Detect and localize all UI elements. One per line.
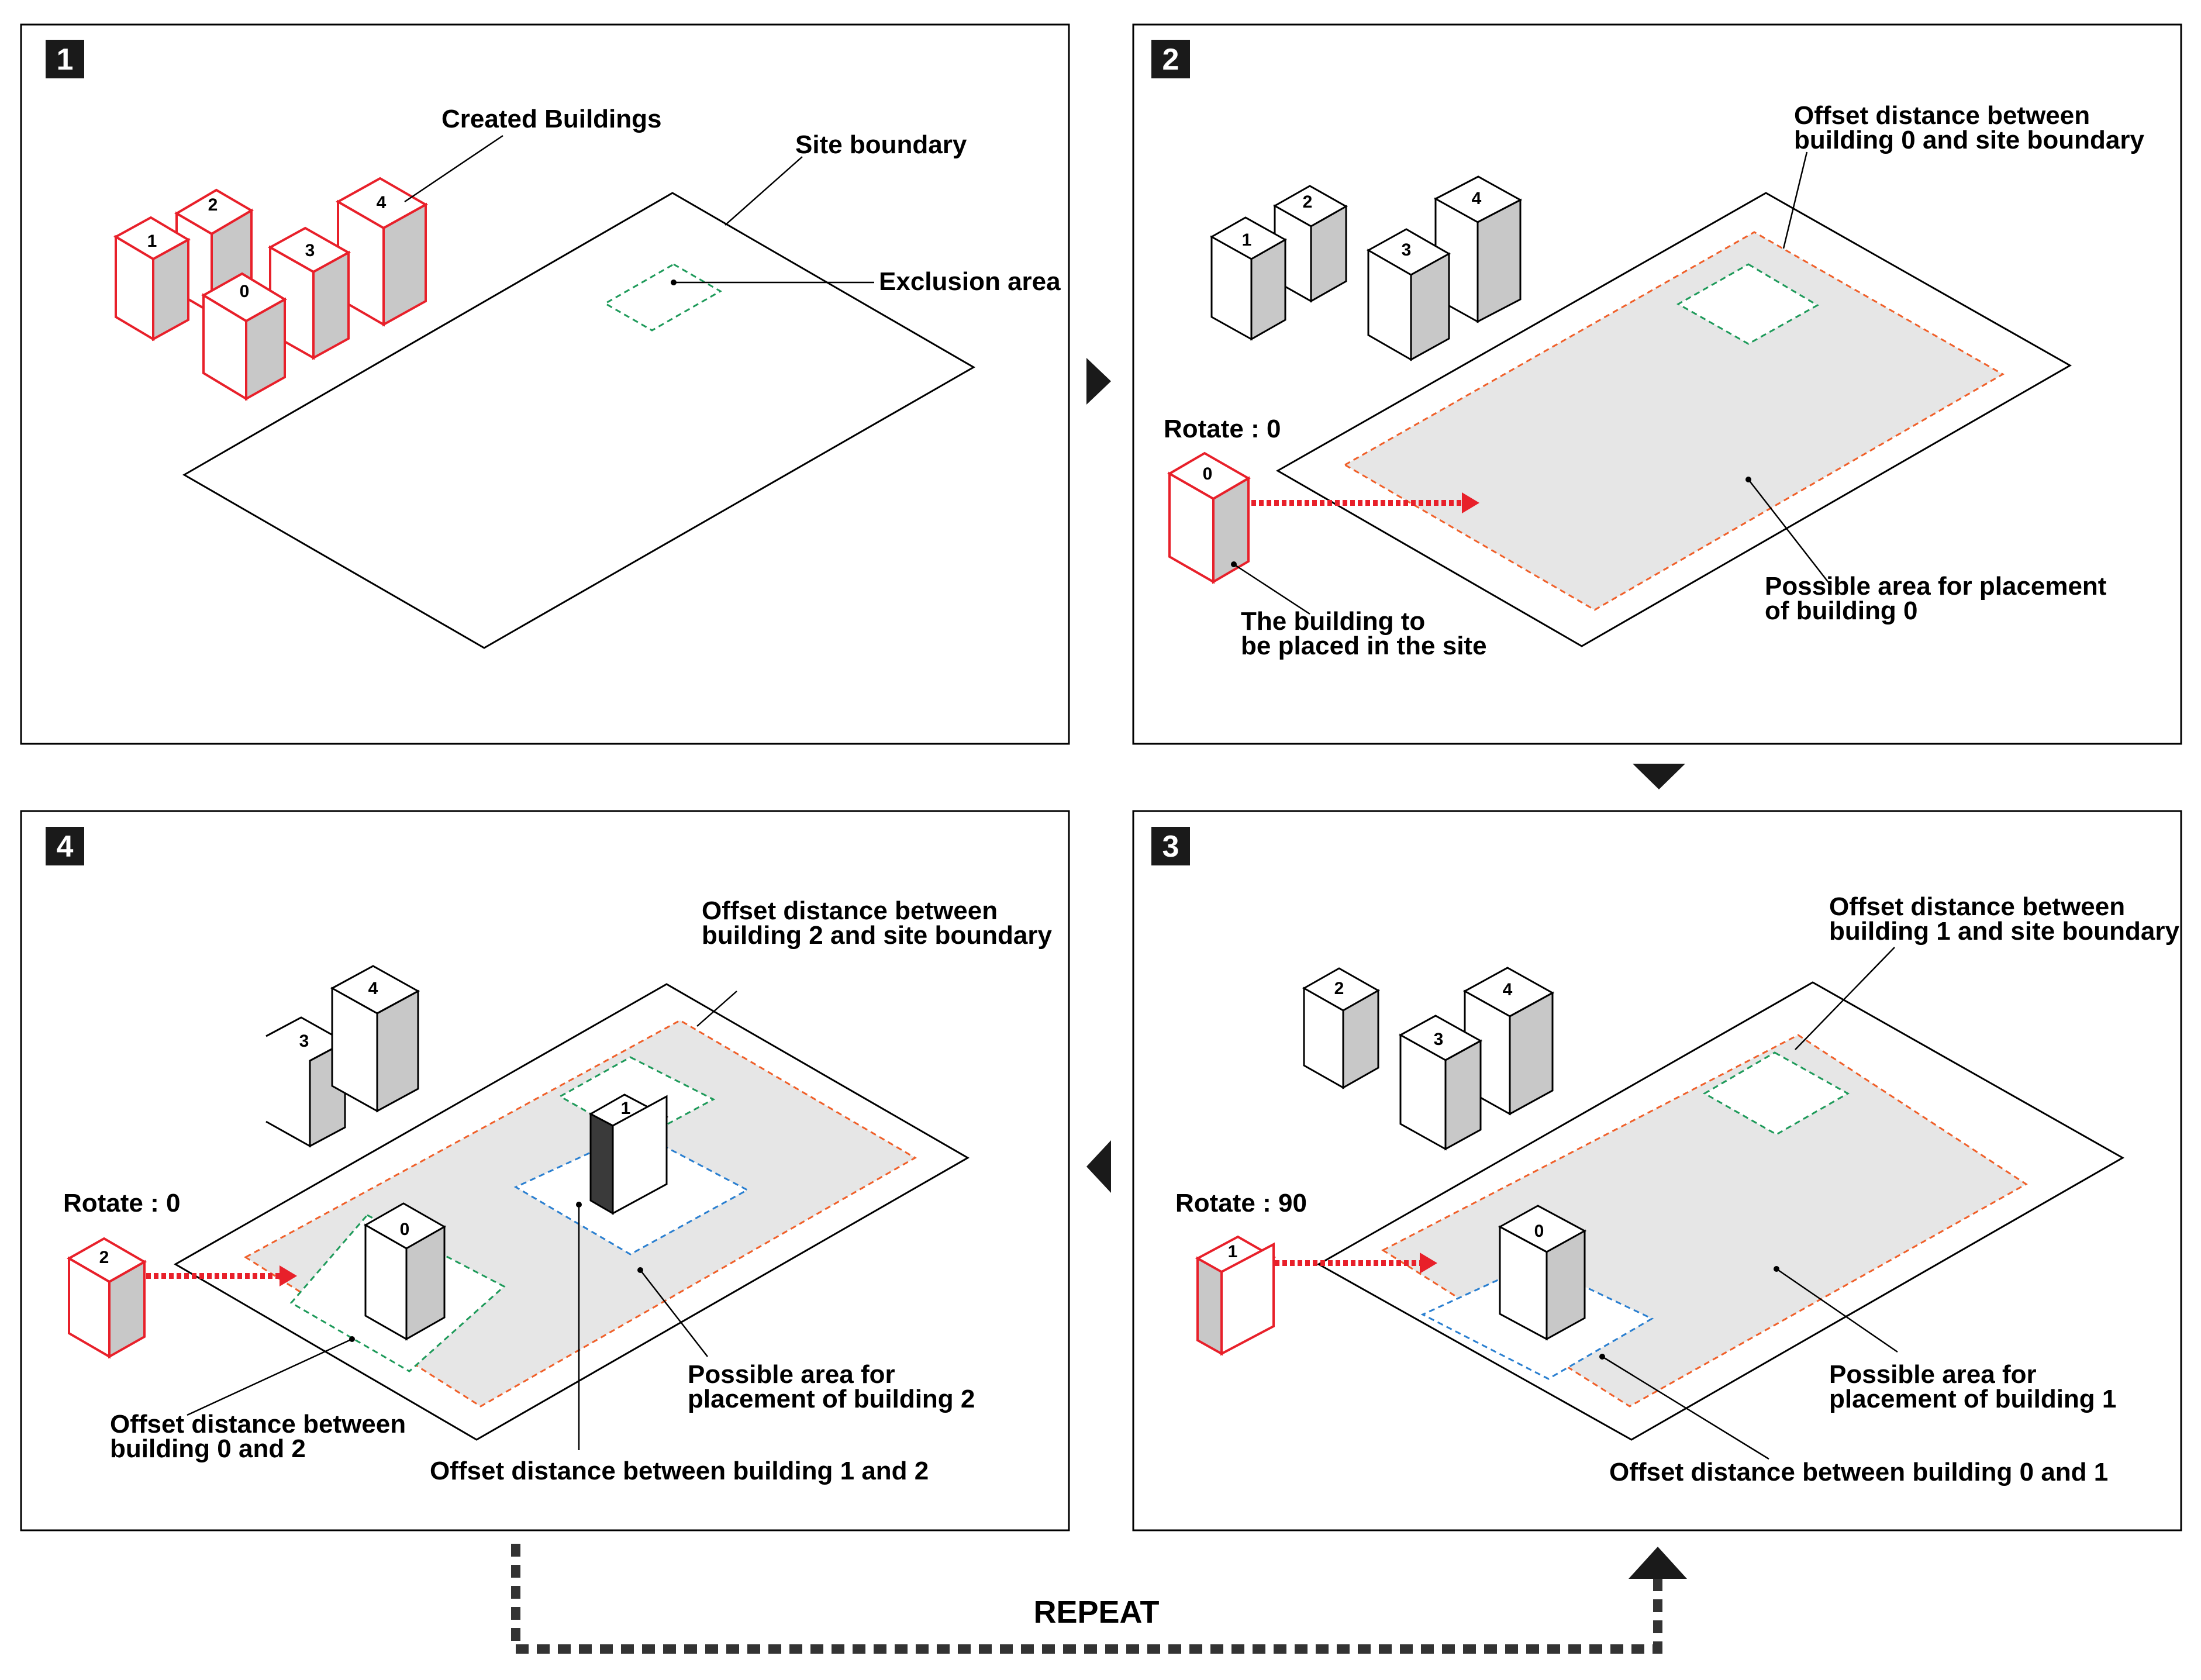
building-4: 4: [330, 965, 420, 1113]
building-1-highlighted: 1: [1195, 1235, 1277, 1356]
svg-text:0: 0: [240, 282, 250, 301]
possible-area-line2: of building 0: [1765, 596, 1918, 625]
arrow-left-icon: [1086, 1140, 1111, 1193]
svg-text:3: 3: [305, 241, 315, 260]
rotate-label: Rotate : 90: [1175, 1189, 1307, 1217]
building-0-placed: 0: [363, 1202, 447, 1341]
placement-arrow: [1251, 492, 1479, 513]
building-1: 1: [1209, 216, 1288, 341]
exclusion-area-label: Exclusion area: [879, 267, 1061, 296]
panel-2-badge: 2: [1151, 40, 1190, 78]
offset-1-2-label: Offset distance between building 1 and 2: [430, 1457, 929, 1485]
offset-0-2-line2: building 0 and 2: [110, 1434, 306, 1463]
svg-text:1: 1: [1228, 1242, 1238, 1261]
building-0-highlighted: 0: [1167, 451, 1251, 584]
offset-label-line1: Offset distance between: [1794, 101, 2090, 130]
panel-3-badge: 3: [1151, 827, 1190, 865]
svg-text:2: 2: [99, 1248, 109, 1267]
svg-text:4: 4: [377, 193, 387, 212]
offset-label-line2: building 0 and site boundary: [1794, 126, 2144, 154]
svg-text:0: 0: [400, 1220, 410, 1239]
repeat-dashed-path: [511, 1544, 1662, 1654]
offset-label-line2: building 2 and site boundary: [702, 921, 1052, 950]
svg-text:2: 2: [208, 195, 218, 215]
svg-text:1: 1: [147, 232, 157, 251]
offset-label-line2: building 1 and site boundary: [1829, 917, 2179, 946]
placement-arrow: [146, 1265, 297, 1286]
panel-1-badge: 1: [46, 40, 84, 78]
possible-area-line1: Possible area for placement: [1765, 572, 2107, 601]
panel-3-number: 3: [1162, 830, 1179, 864]
building-3: 3: [1366, 228, 1451, 361]
repeat-loop: REPEAT: [511, 1544, 1687, 1654]
exclusion-area: [603, 263, 723, 332]
panel-4-badge: 4: [46, 827, 84, 865]
building-to-place-line2: be placed in the site: [1241, 632, 1487, 660]
offset-0-2-line1: Offset distance between: [110, 1410, 406, 1438]
rotate-label: Rotate : 0: [1164, 415, 1281, 443]
offset-label-line1: Offset distance between: [1829, 892, 2125, 921]
panel-3-frame: [1132, 810, 2182, 1531]
offset-0-1-label: Offset distance between building 0 and 1: [1609, 1458, 2108, 1486]
building-2: 2: [1302, 967, 1381, 1089]
building-1: 1: [113, 216, 191, 341]
possible-area: [1343, 231, 2005, 611]
svg-text:0: 0: [1534, 1222, 1544, 1241]
arrow-down-icon: [1633, 764, 1685, 789]
building-to-place-line1: The building to: [1241, 607, 1425, 636]
panel-4: 3 4 1 0 2: [63, 896, 1052, 1485]
svg-text:2: 2: [1303, 192, 1313, 212]
building-2-highlighted: 2: [66, 1237, 147, 1359]
svg-text:1: 1: [1242, 230, 1252, 250]
svg-text:1: 1: [621, 1099, 631, 1118]
possible-area-line2: placement of building 1: [1829, 1385, 2116, 1413]
building-1-placed: 1: [588, 1093, 669, 1215]
rotate-label: Rotate : 0: [63, 1189, 180, 1217]
svg-text:4: 4: [1503, 980, 1513, 999]
svg-text:4: 4: [368, 979, 378, 998]
svg-text:0: 0: [1203, 464, 1213, 484]
site-boundary: [182, 192, 976, 649]
repeat-label: REPEAT: [1033, 1595, 1159, 1630]
panel-1-frame: [20, 23, 1070, 745]
building-3: 3: [1398, 1015, 1483, 1151]
building-0: 0: [201, 272, 287, 401]
panel-2: 2 4 1 3 0: [1164, 101, 2144, 660]
panel-4-frame: [20, 810, 1070, 1531]
svg-text:3: 3: [299, 1032, 309, 1051]
panel-2-number: 2: [1162, 43, 1179, 77]
panel-2-frame: [1132, 23, 2182, 745]
building-4: 4: [335, 177, 429, 327]
placement-arrow: [1275, 1253, 1437, 1274]
svg-text:2: 2: [1334, 979, 1344, 998]
possible-area-line2: placement of building 2: [688, 1385, 975, 1413]
site-boundary-label: Site boundary: [795, 130, 967, 159]
svg-text:4: 4: [1472, 189, 1482, 208]
panel-1: 2 4 1 3 0 Create: [113, 105, 1061, 649]
possible-area-line1: Possible area for: [1829, 1360, 2037, 1389]
panel-4-number: 4: [57, 830, 74, 864]
possible-area-line1: Possible area for: [688, 1360, 895, 1389]
exclusion-area: [1676, 263, 1820, 345]
panel-3: 2 4 3 0 1: [1175, 892, 2179, 1486]
exclusion-area: [1702, 1051, 1850, 1136]
svg-text:3: 3: [1402, 240, 1412, 260]
building-0-placed: 0: [1498, 1205, 1587, 1341]
svg-text:3: 3: [1434, 1030, 1444, 1049]
arrow-up-icon: [1629, 1547, 1687, 1579]
panel-1-number: 1: [57, 43, 74, 77]
panel-frames: [20, 23, 2182, 1531]
offset-label-line1: Offset distance between: [702, 896, 998, 925]
arrow-right-icon: [1086, 358, 1111, 405]
created-buildings-label: Created Buildings: [441, 105, 662, 133]
